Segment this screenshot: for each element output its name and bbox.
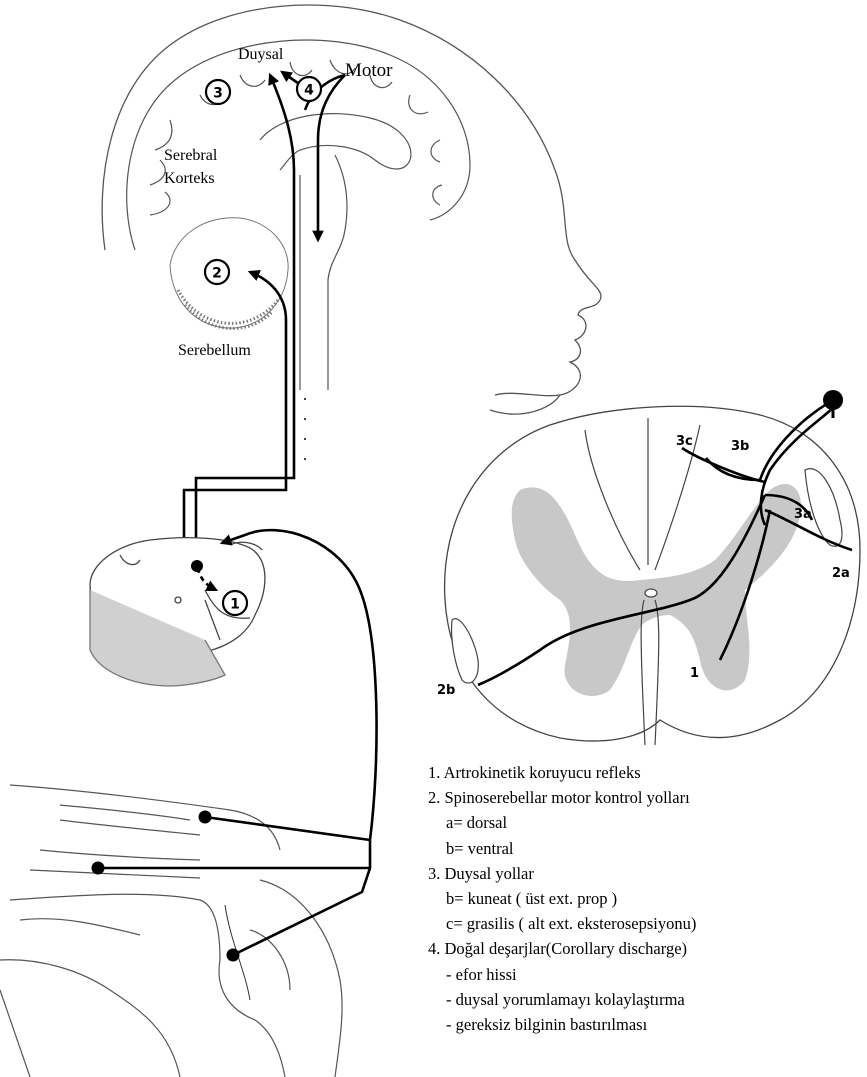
- legend-item-2: 2. Spinoserebellar motor kontrol yolları: [428, 785, 696, 810]
- legend-item-4-suppression: - gereksiz bilginin bastırılması: [428, 1012, 696, 1037]
- legend-item-2a: a= dorsal: [428, 810, 696, 835]
- label-3a: 3a: [794, 507, 812, 522]
- muscle-receptor-dot: [199, 811, 212, 824]
- label-cerebellum: Serebellum: [178, 342, 251, 360]
- label-cortex-line2: Korteks: [164, 170, 215, 188]
- large-spinal-section: [445, 406, 860, 745]
- joint-receptor-dot: [227, 949, 240, 962]
- label-3b: 3b: [731, 439, 749, 454]
- legend-item-1: 1. Artrokinetik koruyucu refleks: [428, 760, 696, 785]
- legend-item-3b: b= kuneat ( üst ext. prop ): [428, 886, 696, 911]
- legend: 1. Artrokinetik koruyucu refleks 2. Spin…: [428, 760, 696, 1037]
- cord-synapse-dot: [191, 560, 203, 572]
- legend-item-3: 3. Duysal yollar: [428, 861, 696, 886]
- pathway-lines: [250, 72, 345, 480]
- label-sensory: Duysal: [238, 46, 283, 64]
- label-cortex-line1: Serebral: [164, 147, 217, 165]
- svg-text:3: 3: [213, 86, 223, 102]
- label-1: 1: [690, 666, 699, 681]
- legend-item-2b: b= ventral: [428, 836, 696, 861]
- legend-item-3c: c= grasilis ( alt ext. eksterosepsiyonu): [428, 911, 696, 936]
- dorsal-root-ganglion: [823, 390, 843, 410]
- circle-marker-1: 1: [223, 591, 247, 615]
- legend-item-4: 4. Doğal deşarjlar(Corollary discharge): [428, 936, 696, 961]
- legend-item-4-effort: - efor hissi: [428, 962, 696, 987]
- label-2a: 2a: [832, 566, 850, 581]
- circle-marker-4: 4: [297, 77, 321, 101]
- circle-marker-3: 3: [206, 80, 230, 104]
- legend-item-4-interpretation: - duysal yorumlamayı kolaylaştırma: [428, 987, 696, 1012]
- label-2b: 2b: [437, 683, 455, 698]
- label-motor: Motor: [345, 60, 393, 82]
- svg-text:1: 1: [230, 597, 240, 613]
- svg-text:2: 2: [212, 266, 222, 282]
- circle-marker-2: 2: [205, 260, 229, 284]
- tendon-receptor-dot: [92, 862, 105, 875]
- svg-text:4: 4: [304, 83, 314, 99]
- label-3c: 3c: [676, 434, 693, 449]
